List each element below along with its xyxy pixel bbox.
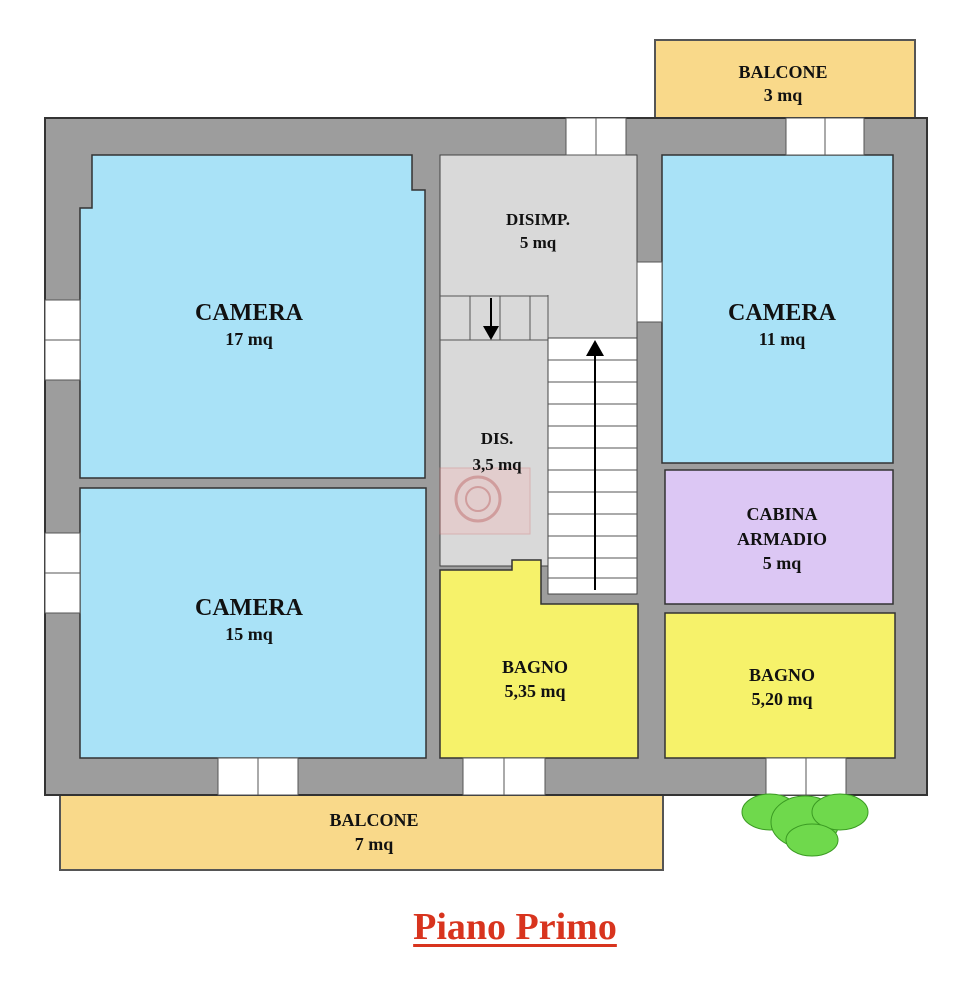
room-camera-ne	[661, 154, 894, 464]
camera-nw-area: 17 mq	[225, 329, 273, 349]
dis-area: 3,5 mq	[472, 455, 522, 474]
stair-area	[547, 337, 638, 595]
stair-up-arrow-icon	[586, 340, 604, 590]
camera-sw-name: CAMERA	[195, 595, 304, 621]
stair-down-arrow-icon	[483, 298, 499, 340]
balcone-bottom-name: BALCONE	[329, 810, 418, 830]
watermark-logo	[439, 467, 531, 535]
disimpegno-area: 5 mq	[520, 233, 557, 252]
camera-ne-area: 11 mq	[759, 329, 806, 349]
camera-ne-name: CAMERA	[728, 300, 837, 326]
room-camera-sw	[79, 487, 427, 759]
stair-treads	[440, 295, 637, 579]
bagno-east-area: 5,20 mq	[751, 689, 812, 709]
balcony-bottom	[59, 792, 664, 871]
shrub-icon	[741, 793, 869, 857]
disimpegno-name: DISIMP.	[506, 210, 570, 229]
windows	[44, 117, 865, 796]
bagno-east-name: BAGNO	[749, 665, 815, 685]
dis-name: DIS.	[481, 429, 514, 448]
cabina-name-line2: ARMADIO	[737, 529, 827, 549]
balcone-bottom-area: 7 mq	[355, 834, 394, 854]
camera-sw-area: 15 mq	[225, 624, 273, 644]
camera-nw-name: CAMERA	[195, 300, 304, 326]
room-cabina-armadio	[664, 469, 894, 605]
floor-title: Piano Primo	[413, 906, 617, 948]
room-bagno-east	[664, 612, 896, 759]
cabina-area: 5 mq	[763, 553, 802, 573]
room-camera-nw	[79, 154, 426, 479]
room-dis	[439, 295, 549, 567]
balcone-top-area: 3 mq	[764, 85, 803, 105]
bagno-center-area: 5,35 mq	[504, 681, 565, 701]
balcone-top-name: BALCONE	[738, 62, 827, 82]
bagno-center-name: BAGNO	[502, 657, 568, 677]
cabina-name-line1: CABINA	[746, 504, 817, 524]
balcony-top	[654, 39, 916, 119]
